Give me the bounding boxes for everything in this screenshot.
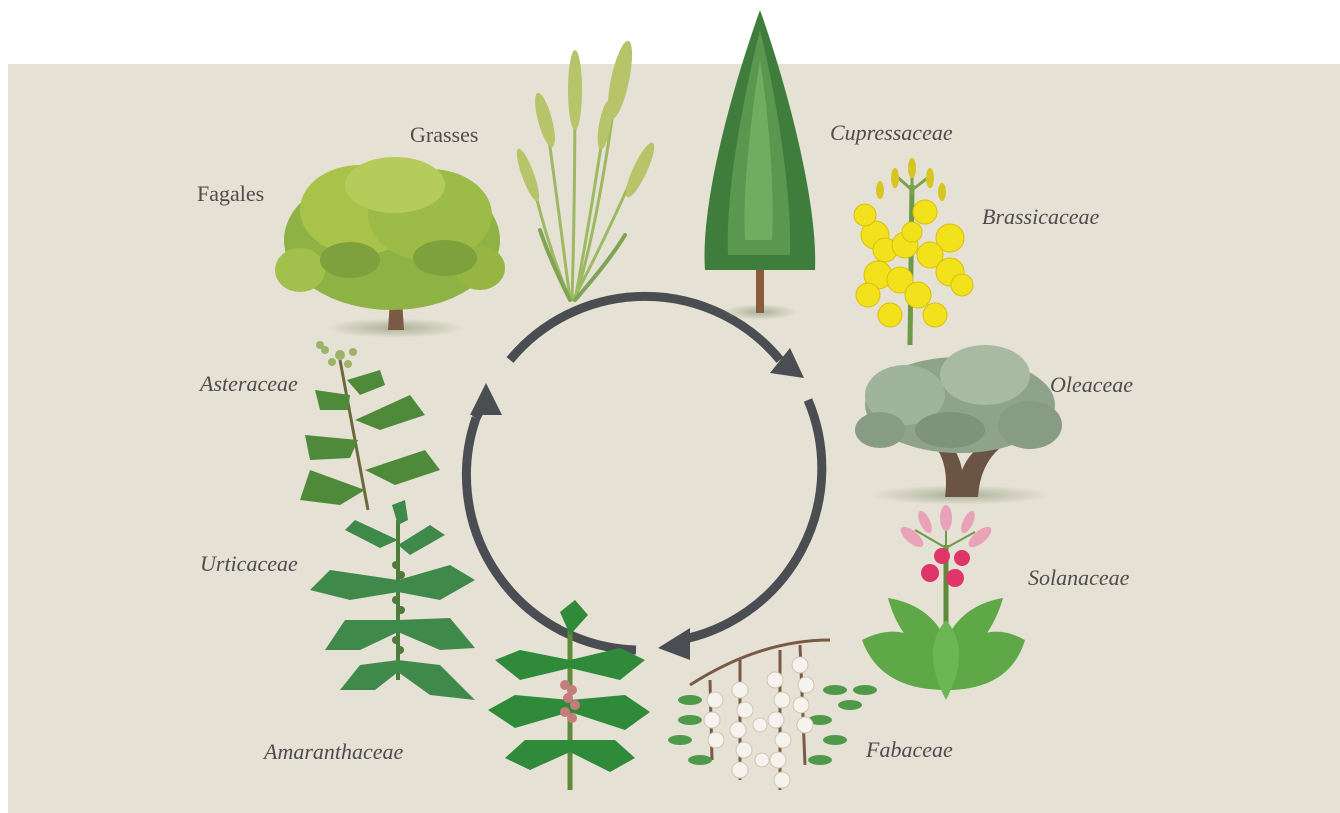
label-solanaceae: Solanaceae <box>1028 567 1129 589</box>
label-brassicaceae: Brassicaceae <box>982 206 1099 228</box>
label-asteraceae: Asteraceae <box>200 373 298 395</box>
cupressaceae-tree-illustration <box>705 10 816 320</box>
urticaceae-illustration <box>310 500 475 700</box>
arrow-heads <box>470 348 804 660</box>
amaranthaceae-illustration <box>488 600 650 790</box>
arrow-bottom <box>466 418 636 650</box>
label-amaranthaceae: Amaranthaceae <box>264 741 403 763</box>
arrow-right <box>680 400 822 640</box>
fabaceae-illustration <box>668 640 877 790</box>
arrowhead-left <box>470 383 502 415</box>
solanaceae-illustration <box>862 505 1025 700</box>
fagales-tree-illustration <box>275 157 505 338</box>
oleaceae-tree-illustration <box>855 345 1062 505</box>
cycle-arrows <box>466 296 821 650</box>
label-fabaceae: Fabaceae <box>866 739 953 761</box>
label-oleaceae: Oleaceae <box>1050 374 1133 396</box>
label-cupressaceae: Cupressaceae <box>830 122 953 144</box>
label-urticaceae: Urticaceae <box>200 553 298 575</box>
label-grasses: Grasses <box>410 124 478 146</box>
arrowhead-bottom <box>658 628 690 660</box>
brassicaceae-illustration <box>854 158 973 345</box>
asteraceae-illustration <box>300 341 440 510</box>
grasses-illustration <box>513 39 659 300</box>
label-fagales: Fagales <box>197 183 264 205</box>
